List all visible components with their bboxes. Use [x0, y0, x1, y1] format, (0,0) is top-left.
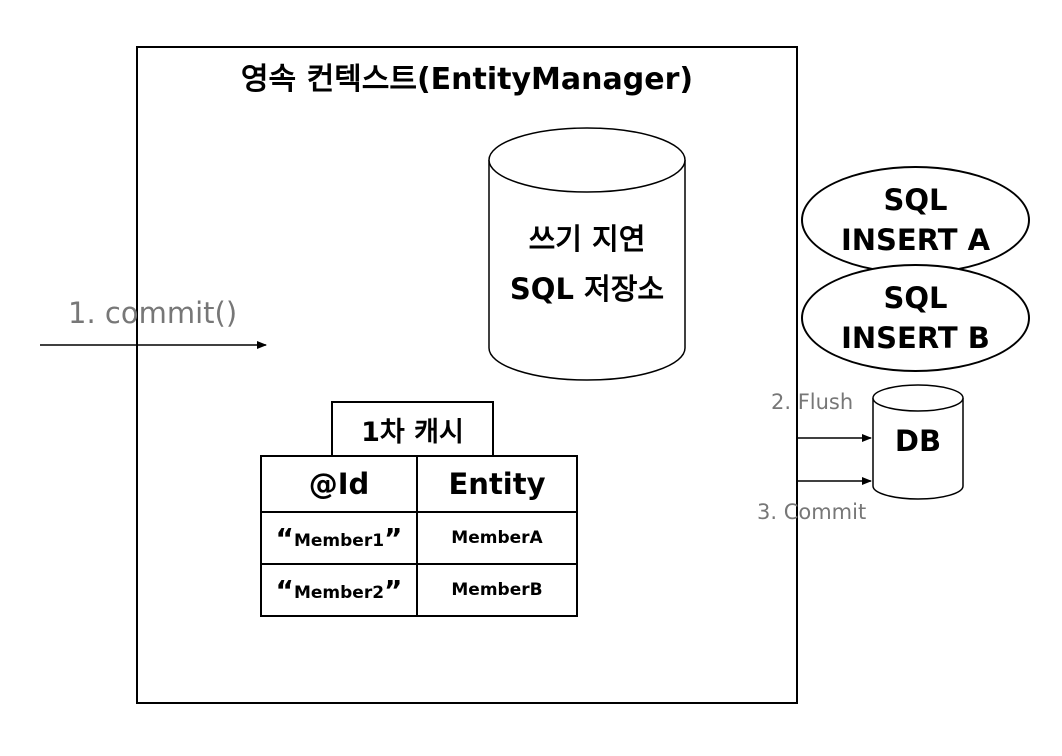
persistence-context-title: 영속 컨텍스트(EntityManager)	[240, 62, 694, 97]
sql-label: SQL	[883, 183, 948, 217]
persistence-context-box	[136, 46, 798, 704]
sql-insert-a-oval: SQL INSERT A	[801, 166, 1030, 274]
sql-insert-b-label: INSERT B	[841, 321, 990, 355]
close-quote: ”	[384, 573, 403, 607]
cache-id-cell: “Member2”	[260, 563, 418, 617]
open-quote: “	[275, 573, 294, 607]
db-label: DB	[894, 424, 942, 458]
commit-step-label: 1. commit()	[68, 296, 238, 330]
cache-id-value: Member2	[293, 582, 385, 603]
cache-entity-cell: MemberA	[416, 511, 578, 565]
cache-header-row: @Id Entity	[260, 455, 578, 513]
db-commit-step-label: 3. Commit	[757, 500, 867, 524]
store-label-line1: 쓰기 지연	[528, 222, 646, 256]
entity-column-header: Entity	[416, 455, 578, 513]
sql-insert-a-label: INSERT A	[840, 223, 991, 257]
first-level-cache-table: @Id Entity “Member1” MemberA “Member2” M…	[260, 455, 578, 617]
flush-step-label: 2. Flush	[771, 390, 854, 414]
table-row: “Member2” MemberB	[260, 563, 578, 617]
write-behind-sql-store-label: 쓰기 지연 SQL 저장소	[488, 214, 686, 314]
open-quote: “	[275, 521, 294, 555]
table-row: “Member1” MemberA	[260, 511, 578, 565]
store-label-line2: SQL 저장소	[509, 272, 665, 306]
cache-id-cell: “Member1”	[260, 511, 418, 565]
first-level-cache-title: 1차 캐시	[331, 401, 494, 457]
id-column-header: @Id	[260, 455, 418, 513]
sql-label: SQL	[883, 281, 948, 315]
write-behind-sql-store-cylinder	[488, 127, 686, 381]
cache-entity-cell: MemberB	[416, 563, 578, 617]
cache-id-value: Member1	[293, 530, 385, 551]
close-quote: ”	[384, 521, 403, 555]
sql-insert-b-oval: SQL INSERT B	[801, 264, 1030, 372]
db-cylinder	[872, 384, 964, 500]
